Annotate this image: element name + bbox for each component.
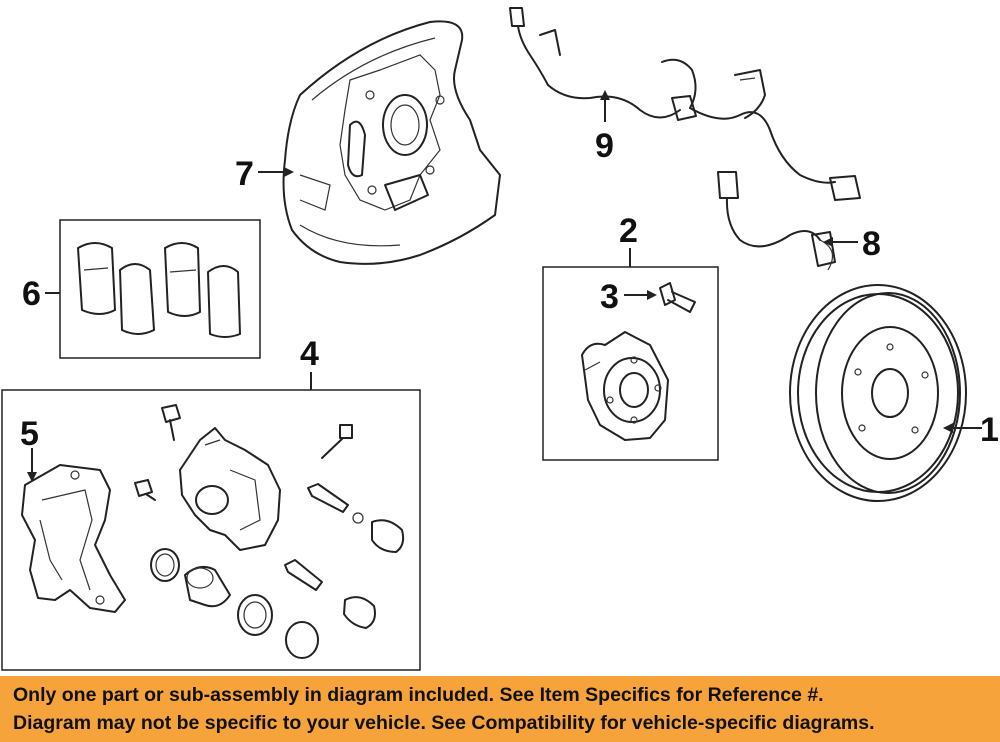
callout-2: 2	[619, 212, 638, 250]
callout-4: 4	[300, 335, 319, 373]
piston-seal-part	[150, 548, 180, 582]
disclaimer-banner: Only one part or sub-assembly in diagram…	[0, 676, 1000, 742]
dust-shield-part	[282, 20, 501, 265]
bracket-bolt-part	[134, 479, 156, 501]
callout-1: 1	[980, 411, 999, 449]
speed-sensor-part	[717, 171, 836, 271]
callout-8: 8	[862, 225, 881, 263]
wire-harness-part	[509, 7, 861, 201]
caliper-bolt-part	[161, 404, 181, 441]
caliper-bracket-part	[21, 464, 126, 613]
callout-3: 3	[600, 278, 619, 316]
piston-boot-part	[237, 594, 273, 636]
callout-5: 5	[20, 415, 39, 453]
brake-pads-part	[77, 242, 241, 338]
caliper-body-part	[179, 427, 281, 551]
callout-7: 7	[235, 155, 254, 193]
disclaimer-line-2: Diagram may not be specific to your vehi…	[13, 712, 875, 734]
caliper-assembly-box	[1, 389, 421, 671]
piston-ring-part	[285, 621, 319, 659]
brake-pads-box	[59, 219, 261, 359]
brake-rotor-part	[789, 284, 967, 502]
callout-9: 9	[595, 127, 614, 165]
wheel-hub-part	[581, 331, 669, 441]
disclaimer-line-1: Only one part or sub-assembly in diagram…	[13, 684, 824, 706]
brake-parts-diagram: 7 9 8 6 4	[1, 7, 999, 671]
bleeder-screw-part	[321, 424, 353, 459]
piston-part	[184, 565, 231, 608]
wheel-stud-part	[659, 282, 696, 313]
guide-pin-part	[307, 483, 405, 553]
guide-pin-lower-part	[284, 559, 376, 629]
callout-6: 6	[22, 275, 41, 313]
